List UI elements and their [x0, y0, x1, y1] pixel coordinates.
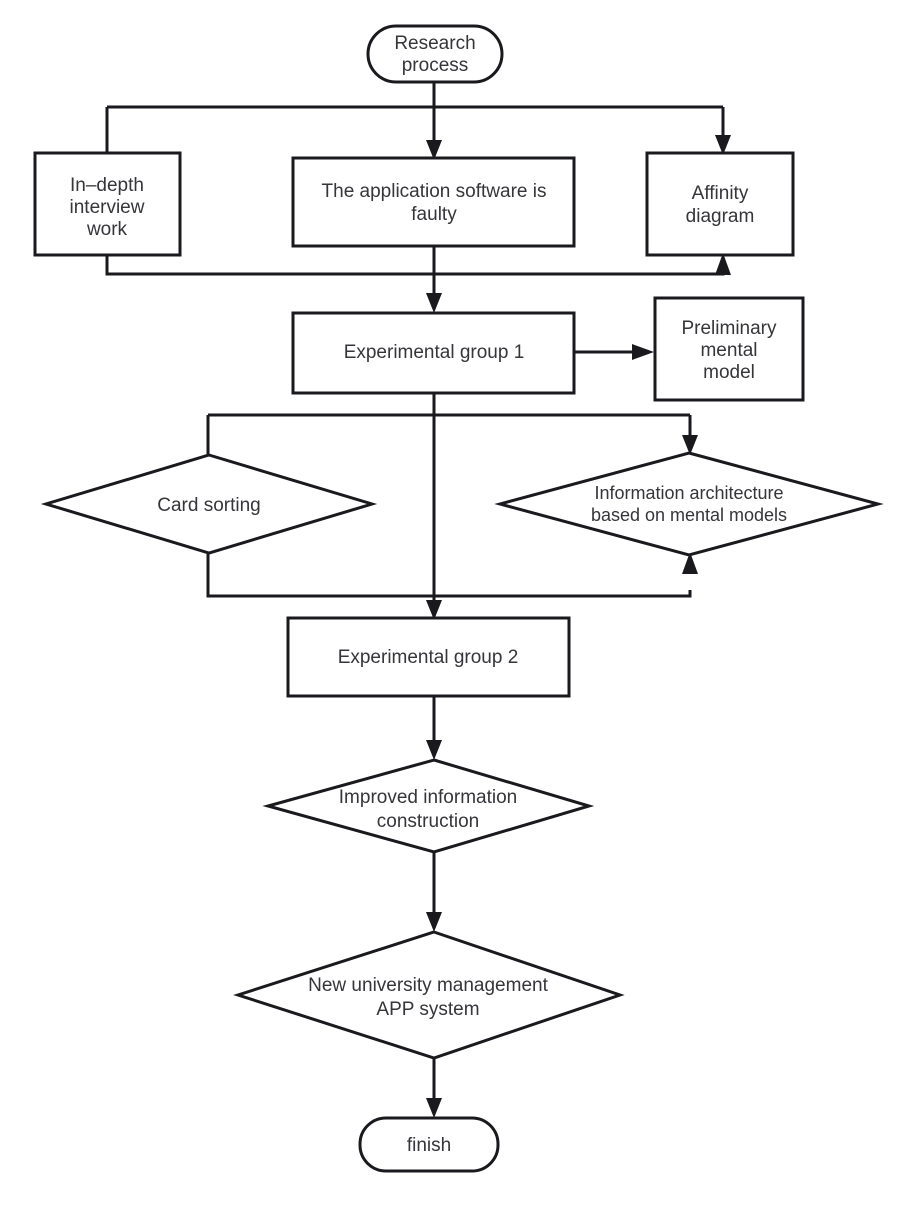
new-university-management-app-label-line2: APP system — [376, 999, 479, 1020]
application-software-faulty-label-line2: faulty — [411, 204, 457, 225]
in-depth-interview-work-label-line2: interview — [70, 197, 145, 218]
arrow-head-to-experiment2 — [426, 600, 442, 620]
arrow-head-to-software — [426, 140, 442, 160]
improved-information-construction-label-line2: construction — [377, 811, 479, 832]
node-in-depth-interview-work[interactable]: In–depth interview work — [33, 151, 182, 257]
research-process-label-line2: process — [402, 55, 469, 76]
node-application-software-faulty[interactable]: The application software is faulty — [291, 156, 576, 248]
node-affinity-diagram[interactable]: Affinity diagram — [645, 151, 795, 257]
preliminary-mental-model-label: Preliminary — [681, 318, 777, 339]
node-research-process[interactable]: Research process — [366, 24, 504, 84]
research-process-shape — [366, 24, 504, 84]
connector-layer — [105, 80, 731, 1118]
finish-label: finish — [407, 1135, 451, 1156]
node-experimental-group-1[interactable]: Experimental group 1 — [291, 311, 576, 395]
edge-card-sorting-to-info-architecture — [206, 552, 692, 598]
affinity-diagram-shape — [645, 151, 795, 257]
arrow-head-to-affinity-top — [715, 135, 731, 155]
arrow-head-to-new-app — [426, 912, 442, 932]
improved-information-construction-shape — [262, 758, 595, 854]
arrow-head-to-finish — [426, 1098, 442, 1118]
edge-interview-to-affinity — [105, 255, 725, 276]
experimental-group-1-shape — [291, 311, 576, 395]
edge-start-to-bus — [107, 80, 723, 109]
research-process-label: Research — [394, 33, 475, 54]
experimental-group-2-shape — [286, 616, 571, 698]
arrow-head-to-experiment1 — [426, 293, 442, 313]
preliminary-mental-model-label-line3: model — [703, 362, 755, 383]
preliminary-mental-model-label-line2: mental — [700, 340, 757, 361]
card-sorting-shape — [40, 453, 378, 555]
arrow-head-to-affinity-bottom — [715, 253, 731, 275]
preliminary-mental-model-shape — [653, 296, 805, 402]
experimental-group-1-label: Experimental group 1 — [344, 342, 525, 363]
arrow-head-to-improved-info — [426, 740, 442, 760]
affinity-diagram-label: Affinity — [692, 183, 749, 204]
node-card-sorting[interactable]: Card sorting — [40, 453, 378, 555]
information-architecture-label: Information architecture — [594, 483, 783, 503]
node-improved-information-construction[interactable]: Improved information construction — [262, 758, 595, 854]
node-preliminary-mental-model[interactable]: Preliminary mental model — [653, 296, 805, 402]
in-depth-interview-work-label: In–depth — [70, 175, 144, 196]
improved-information-construction-label: Improved information — [339, 787, 517, 808]
information-architecture-shape — [494, 451, 884, 557]
finish-shape — [358, 1116, 500, 1173]
arrow-head-to-info-architecture-bottom — [682, 552, 698, 574]
node-finish[interactable]: finish — [358, 1116, 500, 1173]
application-software-faulty-shape — [291, 156, 576, 248]
in-depth-interview-work-shape — [33, 151, 182, 257]
new-university-management-app-label: New university management — [308, 975, 548, 996]
arrow-head-to-info-architecture-top — [682, 435, 698, 455]
in-depth-interview-work-label-line3: work — [86, 219, 128, 240]
card-sorting-label: Card sorting — [157, 495, 261, 516]
information-architecture-label-line2: based on mental models — [591, 505, 787, 525]
node-information-architecture[interactable]: Information architecture based on mental… — [494, 451, 884, 557]
node-new-university-management-app[interactable]: New university management APP system — [233, 930, 625, 1060]
new-university-management-app-shape — [233, 930, 625, 1060]
affinity-diagram-label-line2: diagram — [686, 206, 755, 227]
experimental-group-2-label: Experimental group 2 — [338, 647, 519, 668]
application-software-faulty-label: The application software is — [322, 181, 547, 202]
arrow-head-to-mental-model — [632, 344, 654, 360]
node-experimental-group-2[interactable]: Experimental group 2 — [286, 616, 571, 698]
